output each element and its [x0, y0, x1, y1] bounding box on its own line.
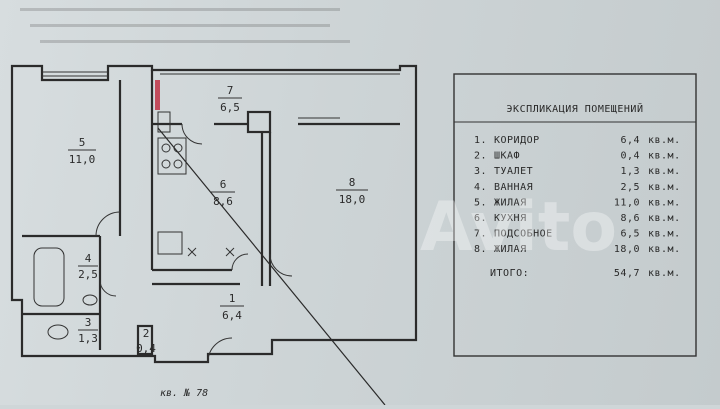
- plan-walls: [10, 64, 418, 364]
- legend-row-number: 4.: [474, 182, 487, 193]
- svg-text:5: 5: [79, 136, 86, 149]
- room-3-label: 3 1,3: [78, 316, 98, 345]
- svg-text:8: 8: [349, 176, 356, 189]
- legend-row-unit: кв.м.: [648, 166, 681, 177]
- room-7-label: 7 6,5: [218, 84, 242, 114]
- legend-row-area: 1,3: [620, 166, 640, 177]
- room-8-label: 8 18,0: [336, 176, 368, 206]
- room-1-label: 1 6,4: [220, 292, 244, 322]
- legend-row-number: 7.: [474, 229, 487, 240]
- stove-icon: [157, 137, 187, 175]
- legend-row-number: 8.: [474, 244, 487, 255]
- svg-text:4: 4: [85, 252, 92, 265]
- total-label: ИТОГО:: [490, 268, 529, 279]
- legend-row-area: 11,0: [614, 197, 640, 208]
- washbasin-icon: [82, 294, 98, 306]
- bathtub-icon: [33, 247, 65, 307]
- svg-text:3: 3: [85, 316, 92, 329]
- legend-rows: 1. КОРИДОР 6,4 кв.м. 2. ШКАФ 0,4 кв.м. 3. ТУАЛЕТ 1…: [474, 135, 681, 255]
- legend-row-area: 6,5: [620, 229, 640, 240]
- svg-text:6,4: 6,4: [222, 309, 242, 322]
- legend-row-unit: кв.м.: [648, 229, 681, 240]
- svg-text:2,5: 2,5: [78, 268, 98, 281]
- legend-row-name: ВАННАЯ: [494, 182, 533, 193]
- diagonal-line: [157, 127, 386, 406]
- toilet-icon: [47, 324, 69, 340]
- sink-icon: [157, 231, 183, 255]
- legend-row-area: 2,5: [620, 182, 640, 193]
- legend-row-unit: кв.м.: [648, 197, 681, 208]
- legend-row-name: ШКАФ: [494, 151, 520, 162]
- svg-text:7: 7: [227, 84, 234, 97]
- svg-text:0,4: 0,4: [136, 342, 156, 355]
- total-unit: кв.м.: [648, 268, 681, 279]
- explication-table: ЭКСПЛИКАЦИЯ ПОМЕЩЕНИЙ 1. КОРИДОР 6,4 кв.м. 2…: [453, 73, 697, 357]
- legend-row-number: 1.: [474, 135, 487, 146]
- legend-title: ЭКСПЛИКАЦИЯ ПОМЕЩЕНИЙ: [507, 102, 644, 115]
- background-print-lines: [20, 8, 350, 43]
- room-4-label: 4 2,5: [78, 252, 98, 281]
- svg-text:6: 6: [220, 178, 227, 191]
- svg-text:11,0: 11,0: [69, 153, 96, 166]
- legend-row-area: 6,4: [620, 135, 640, 146]
- legend-row-number: 3.: [474, 166, 487, 177]
- legend-row-number: 2.: [474, 151, 487, 162]
- svg-text:2: 2: [143, 327, 150, 340]
- room-6-label: 6 8,6: [211, 178, 235, 208]
- legend-row-name: ЖИЛАЯ: [494, 244, 527, 255]
- legend-row-area: 0,4: [620, 151, 640, 162]
- boiler-icon: [157, 111, 171, 133]
- legend-row-area: 18,0: [614, 244, 640, 255]
- plan-doors: [95, 123, 293, 363]
- legend-row-number: 5.: [474, 197, 487, 208]
- svg-text:18,0: 18,0: [339, 193, 366, 206]
- legend-row-area: 8,6: [620, 213, 640, 224]
- legend-row-unit: кв.м.: [648, 135, 681, 146]
- legend-row-name: ПОДСОБНОЕ: [494, 229, 553, 240]
- room-5-label: 5 11,0: [68, 136, 96, 166]
- legend-row-unit: кв.м.: [648, 151, 681, 162]
- svg-text:1,3: 1,3: [78, 332, 98, 345]
- legend-row-unit: кв.м.: [648, 244, 681, 255]
- legend-row-unit: кв.м.: [648, 213, 681, 224]
- legend-row-name: КУХНЯ: [494, 213, 527, 224]
- legend-row-number: 6.: [474, 213, 487, 224]
- legend-row-name: ТУАЛЕТ: [494, 166, 533, 177]
- svg-text:8,6: 8,6: [213, 195, 233, 208]
- room-2-label: 2 0,4: [136, 327, 156, 355]
- total-value: 54,7: [614, 268, 640, 279]
- apartment-label: кв. № 78: [160, 388, 208, 399]
- watermark-logo: Avito: [420, 188, 617, 267]
- svg-text:1: 1: [229, 292, 236, 305]
- legend-row-name: ЖИЛАЯ: [494, 197, 527, 208]
- plan-fixtures: [33, 80, 187, 340]
- radiator-icon: [155, 80, 160, 110]
- legend-row-name: КОРИДОР: [494, 135, 540, 146]
- svg-text:6,5: 6,5: [220, 101, 240, 114]
- legend-row-unit: кв.м.: [648, 182, 681, 193]
